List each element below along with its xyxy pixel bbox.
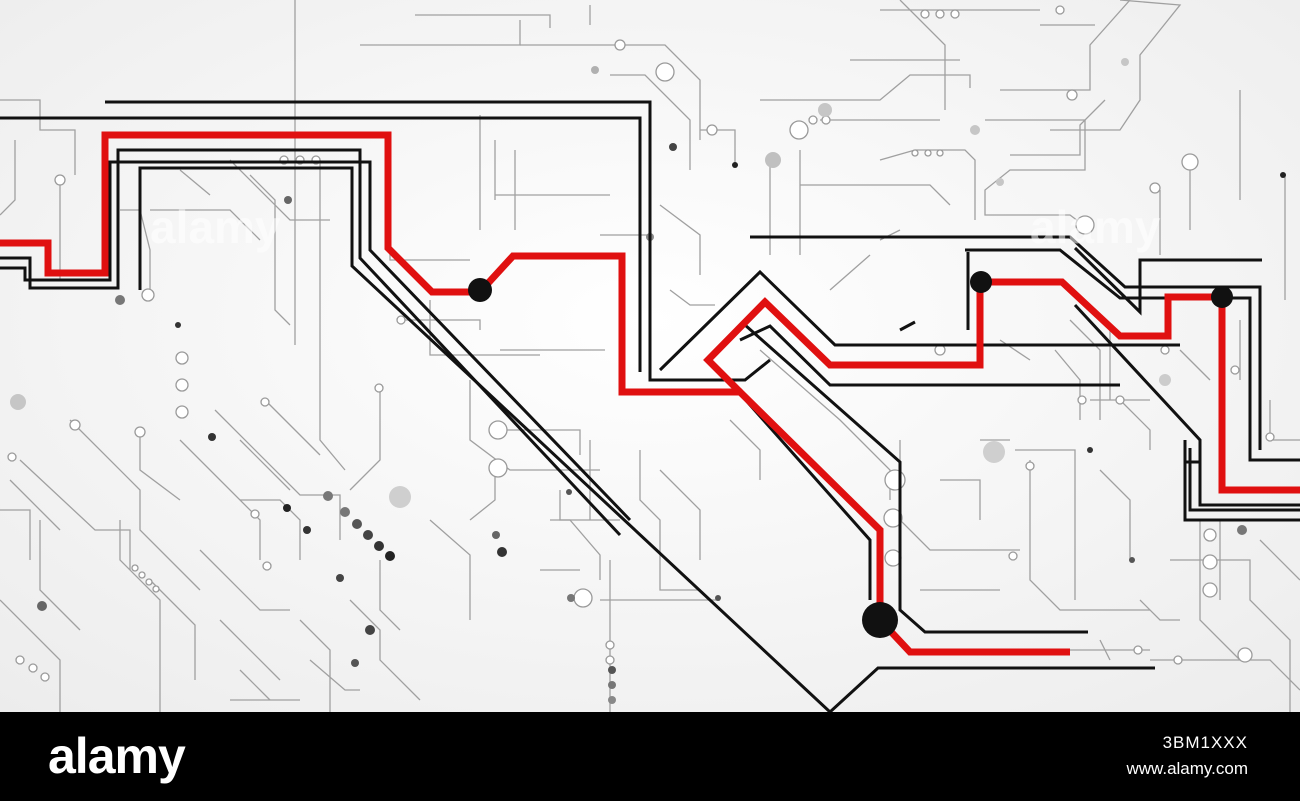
trace-nodes xyxy=(7,5,1275,682)
circuit-board-illustration xyxy=(0,0,1300,712)
stock-footer: alamy 3BM1XXX www.alamy.com xyxy=(0,712,1300,801)
junction-dots xyxy=(468,271,1233,638)
site-url: www.alamy.com xyxy=(1126,759,1248,778)
main-traces xyxy=(0,100,1300,712)
image-id: 3BM1XXX xyxy=(1162,733,1248,752)
brand-logo: alamy xyxy=(48,728,186,784)
filled-dots xyxy=(10,58,1286,704)
background-traces xyxy=(0,0,1300,712)
